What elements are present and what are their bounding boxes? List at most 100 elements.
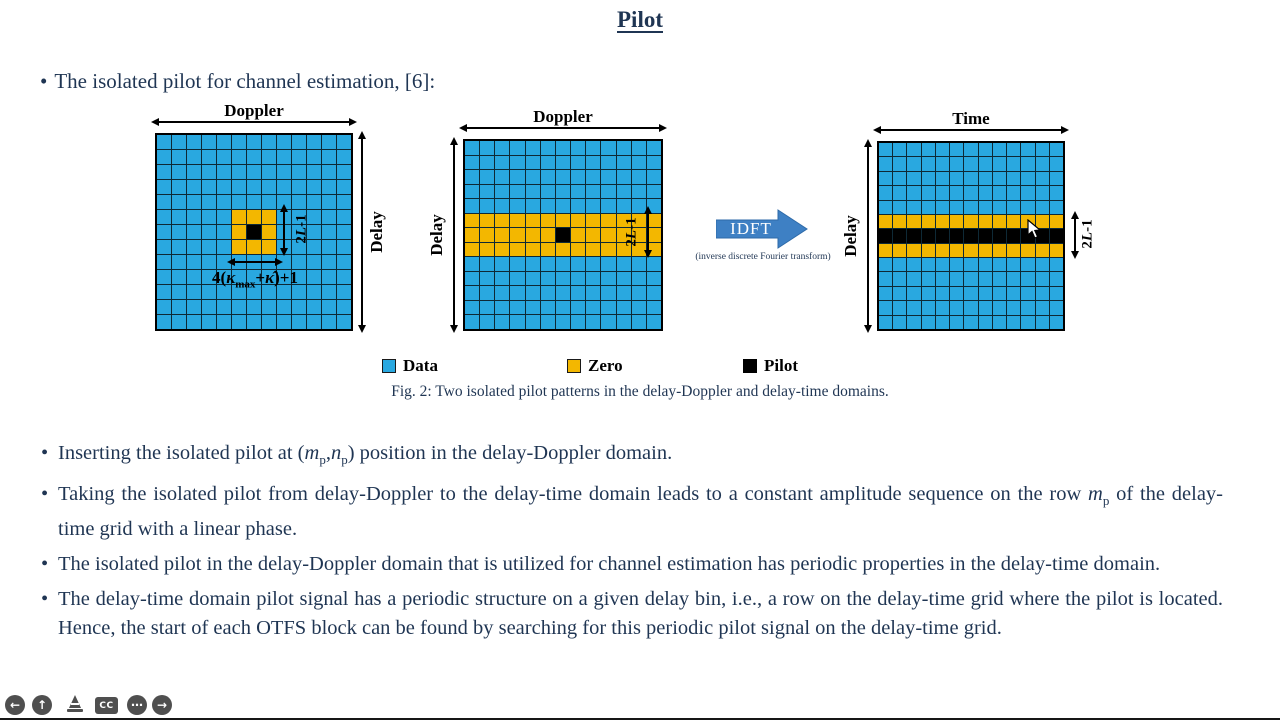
grid-delay-doppler-band: Doppler Delay 2L-1 bbox=[427, 107, 667, 333]
grid-cell bbox=[262, 165, 276, 179]
bullet-text: p bbox=[1102, 492, 1110, 508]
grid-cell bbox=[510, 184, 525, 199]
up-button[interactable]: ↑ bbox=[32, 695, 52, 715]
grid-cell bbox=[921, 214, 935, 229]
grid-cell bbox=[1049, 272, 1063, 286]
grid-cell bbox=[978, 272, 992, 286]
grid-cell bbox=[586, 184, 601, 199]
grid-cell bbox=[540, 199, 555, 213]
pilot-width-formula: 4(κmax+κ̂)+1 bbox=[212, 268, 298, 291]
grid-cell bbox=[157, 285, 171, 299]
back-button[interactable]: ← bbox=[5, 695, 25, 715]
grid-cell bbox=[292, 195, 306, 209]
grid-cell bbox=[187, 315, 201, 329]
bullet-text: Taking the isolated pilot from delay-Dop… bbox=[58, 482, 1089, 505]
grid-cell bbox=[232, 225, 246, 239]
grid-cell bbox=[921, 157, 935, 171]
vlc-cone-button[interactable] bbox=[66, 695, 84, 715]
grid-cell bbox=[893, 186, 907, 200]
back-icon: ← bbox=[9, 698, 21, 712]
grid-cell bbox=[631, 300, 646, 315]
grid-cell bbox=[510, 228, 525, 242]
grid-cell bbox=[879, 171, 893, 186]
grid-cell bbox=[525, 213, 540, 228]
grid-cell bbox=[978, 243, 992, 258]
grid-cell bbox=[893, 301, 907, 315]
grid-cell bbox=[247, 135, 261, 149]
grid-cell bbox=[337, 135, 351, 149]
grid-cell bbox=[540, 315, 555, 329]
grid-cell bbox=[525, 228, 540, 242]
grid-cell bbox=[262, 270, 276, 284]
grid-cell bbox=[1035, 301, 1049, 315]
grid-cell bbox=[202, 210, 216, 224]
grid-cell bbox=[631, 315, 646, 329]
more-options-button[interactable]: ⋯ bbox=[127, 695, 147, 715]
grid-cell bbox=[495, 228, 510, 242]
grid-cell bbox=[879, 143, 893, 157]
grid-cell bbox=[935, 286, 950, 301]
closed-captions-button[interactable]: CC bbox=[95, 697, 118, 714]
grid-cell bbox=[157, 210, 171, 224]
grid-cell bbox=[950, 301, 964, 315]
grid-cell bbox=[540, 213, 555, 228]
pilot-height-arrow-1 bbox=[280, 204, 288, 256]
grid-cell bbox=[978, 200, 992, 214]
grid-cell bbox=[1021, 143, 1035, 157]
grid-cell bbox=[292, 270, 306, 284]
bullet-text: , bbox=[325, 442, 331, 464]
grid-cell bbox=[964, 286, 978, 301]
grid-cell bbox=[337, 225, 351, 239]
grid-cell bbox=[935, 214, 950, 229]
grid-cell bbox=[964, 171, 978, 186]
grid-cell bbox=[571, 315, 586, 329]
grid-cell bbox=[322, 300, 336, 314]
axis-label-delay-1: Delay bbox=[367, 211, 386, 253]
grid-cell bbox=[247, 285, 261, 299]
grid-cell bbox=[907, 315, 921, 329]
grid-cell bbox=[465, 242, 480, 257]
grid-cell bbox=[631, 257, 646, 271]
grid-cell bbox=[555, 213, 571, 228]
grid-cell bbox=[571, 300, 586, 315]
grid-cell bbox=[510, 170, 525, 184]
grid-cell bbox=[217, 150, 231, 164]
pilot-height-label-1: 2L-1 bbox=[293, 214, 310, 244]
grid-cell bbox=[1035, 186, 1049, 200]
idft-caption: (inverse discrete Fourier transform) bbox=[695, 252, 831, 262]
grid-cell bbox=[992, 301, 1007, 315]
grid-cell bbox=[307, 180, 321, 194]
grid-cell bbox=[1007, 272, 1021, 286]
grid-cell bbox=[480, 228, 495, 242]
grid-cell bbox=[921, 171, 935, 186]
grid-cell bbox=[555, 155, 571, 170]
grid-cell bbox=[586, 213, 601, 228]
grid-cell bbox=[1049, 315, 1063, 329]
grid-cell bbox=[601, 315, 616, 329]
grid-cell bbox=[893, 200, 907, 214]
grid-cell bbox=[157, 180, 171, 194]
grid-cell bbox=[465, 170, 480, 184]
legend-swatch-pilot bbox=[743, 359, 757, 373]
grid-cell bbox=[322, 315, 336, 329]
grid-cell bbox=[646, 228, 661, 242]
grid-cell bbox=[879, 157, 893, 171]
grid-cell bbox=[1021, 157, 1035, 171]
grid-cell bbox=[465, 257, 480, 271]
grid-cell bbox=[1035, 157, 1049, 171]
grid-cell bbox=[586, 141, 601, 155]
grid-cell bbox=[247, 300, 261, 314]
forward-button[interactable]: → bbox=[152, 695, 172, 715]
axis-label-delay-3: Delay bbox=[841, 215, 860, 257]
grid-cell bbox=[555, 257, 571, 271]
grid-cell bbox=[921, 272, 935, 286]
grid-cell bbox=[601, 242, 616, 257]
grid-cell bbox=[879, 286, 893, 301]
bullet-text: m bbox=[1088, 482, 1103, 505]
grid-cell bbox=[1007, 143, 1021, 157]
grid-cell bbox=[217, 315, 231, 329]
grid-cell bbox=[157, 225, 171, 239]
grid-cell bbox=[992, 229, 1007, 243]
grid-cell bbox=[480, 315, 495, 329]
grid-cell bbox=[935, 171, 950, 186]
